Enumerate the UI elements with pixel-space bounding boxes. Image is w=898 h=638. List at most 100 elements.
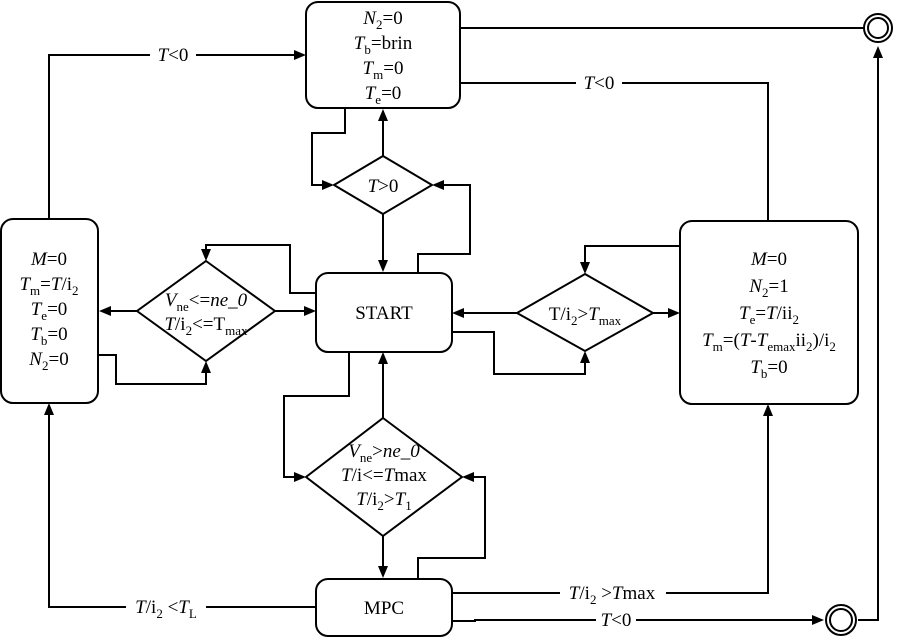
arrowhead	[44, 403, 54, 415]
text-segment: T	[31, 299, 43, 320]
text-segment: =brin	[371, 33, 413, 54]
text-segment: /i	[579, 583, 590, 604]
text-segment: >	[384, 489, 395, 510]
text-segment: <=	[189, 290, 210, 311]
text-segment: T	[341, 465, 353, 486]
node-motor-only: M=0Tm​=T/i2​Te​=0Tb​=0N2​=0	[0, 218, 99, 404]
text-segment: ii	[795, 330, 806, 351]
text-segment: =	[755, 303, 766, 324]
text-segment: T	[135, 597, 147, 618]
text-segment: >	[596, 583, 611, 604]
node-start: START	[315, 272, 453, 353]
text-line: N2​=0	[362, 8, 402, 32]
arrowhead	[201, 361, 211, 373]
decision-hybrid: T/i2​>Tmax​	[514, 272, 656, 353]
terminal-bottom	[825, 604, 857, 636]
text-segment: T	[178, 597, 190, 618]
text-segment: m	[30, 283, 40, 298]
arrowhead	[378, 109, 388, 121]
text-segment: 2	[377, 498, 384, 513]
text-segment: ne	[360, 450, 373, 465]
text-segment: M	[750, 249, 768, 270]
text-line: M=0	[30, 249, 67, 270]
text-line: N2​=0	[28, 349, 68, 373]
edge-labels: T<0 T<0 T/i2​ <TL​ T/i2​ >Tmax T<0	[126, 44, 666, 631]
label-hybrid-to-brake: T<0	[584, 73, 615, 94]
text-segment: max	[225, 323, 248, 338]
edge-start-to-cond-t	[417, 184, 471, 272]
text-segment: 2	[186, 323, 193, 338]
connectors	[44, 23, 883, 625]
text-segment: T	[30, 324, 42, 345]
text-segment: 2	[590, 592, 597, 607]
label-mpc-to-hybrid: T/i2​ >Tmax	[569, 583, 656, 607]
text-segment: >	[372, 441, 383, 462]
edge-mpc-to-hybrid	[452, 413, 769, 594]
text-segment: 2	[42, 358, 49, 373]
text-line: Tm​=(T-Temax​ii2​)/i2​	[702, 330, 836, 354]
text-segment: T	[354, 33, 366, 54]
text-line: Tb​=0	[30, 324, 67, 348]
text-segment: m	[373, 67, 383, 82]
text-segment: e	[750, 312, 756, 327]
text-segment: /i	[61, 274, 72, 295]
text-segment: T	[766, 303, 778, 324]
text-segment: T	[164, 314, 176, 335]
text-segment: 2	[829, 339, 836, 354]
text-segment: e	[375, 92, 381, 107]
edge-mpc-to-motor	[48, 413, 316, 608]
text-segment: =0	[47, 249, 67, 270]
text-line: T/i2​>T1​	[356, 489, 411, 513]
text-segment: ne_0	[210, 290, 247, 311]
text-segment: 1	[405, 498, 412, 513]
text-segment: ne	[176, 299, 189, 314]
text-segment: /i	[146, 597, 157, 618]
text-segment: =(	[723, 330, 740, 351]
label-mpc-to-motor: T/i2​ <TL​	[135, 597, 197, 621]
text-line: M=0	[750, 249, 787, 270]
text-segment: ne_0	[383, 441, 420, 462]
text-segment: =0	[381, 83, 401, 104]
node-mpc: MPC	[315, 578, 453, 637]
arrowhead	[452, 308, 464, 318]
text-segment: T	[158, 45, 170, 66]
text-segment: =0	[382, 8, 402, 29]
arrowhead	[812, 615, 824, 625]
text-line: T/i2​>Tmax​	[549, 304, 622, 328]
text-segment: T/i	[549, 304, 571, 325]
edge-terminal-bottom-to-top	[858, 56, 879, 621]
text-segment: 2	[806, 339, 813, 354]
text-segment: T	[19, 274, 31, 295]
text-segment: =0	[47, 299, 67, 320]
edge-mpc-to-terminal	[452, 619, 814, 622]
text-segment: 2	[571, 313, 578, 328]
text-segment: max	[622, 583, 655, 604]
text-segment: T	[750, 357, 762, 378]
text-segment: max	[394, 465, 427, 486]
text-segment: e	[41, 308, 47, 323]
decision-t-positive: T>0	[332, 154, 434, 216]
arrowhead	[99, 306, 111, 316]
text-segment: /ii	[777, 303, 793, 324]
arrowhead	[763, 404, 773, 416]
text-segment: T	[356, 489, 368, 510]
text-segment: =1	[768, 276, 788, 297]
text-segment: <0	[611, 610, 631, 631]
text-line: T/i2​<=Tmax​	[164, 314, 248, 338]
text-segment: T	[588, 304, 600, 325]
terminal-top	[863, 13, 893, 43]
arrowhead	[873, 46, 883, 58]
arrowhead	[294, 472, 306, 482]
node-hybrid: M=0N2​=1Te​=T/ii2​Tm​=(T-Temax​ii2​)/i2​…	[679, 220, 859, 405]
arrowhead	[668, 308, 680, 318]
text-segment: T	[365, 83, 377, 104]
text-line: Tm​=0	[363, 58, 404, 82]
text-line: Vne​>ne_0	[348, 441, 420, 465]
text-segment: N	[748, 276, 763, 297]
text-segment: /i<=	[352, 465, 384, 486]
text-segment: =0	[48, 349, 68, 370]
text-segment: T	[702, 330, 714, 351]
arrowhead	[432, 180, 444, 190]
text-segment: 2	[72, 283, 79, 298]
